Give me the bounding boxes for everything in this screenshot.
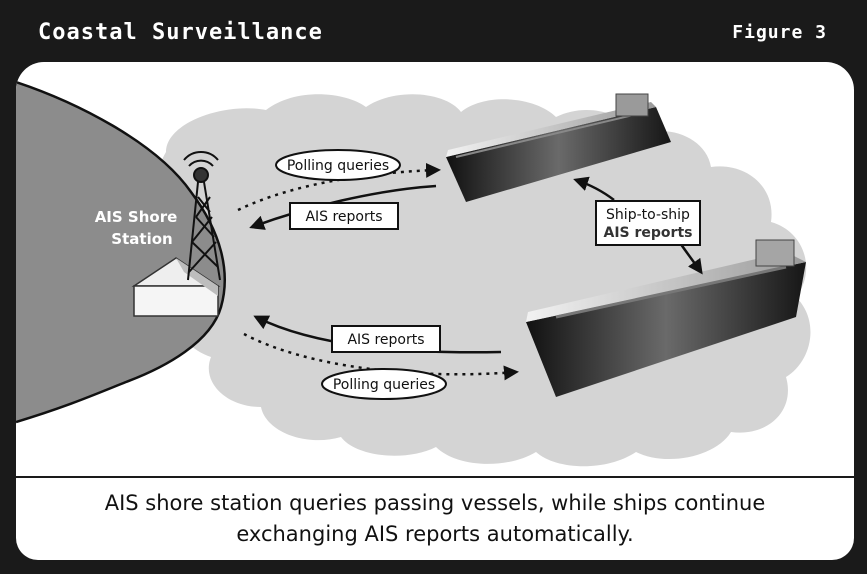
ship-icon bbox=[526, 239, 806, 397]
caption-line2: exchanging AIS reports automatically. bbox=[236, 522, 634, 546]
upper-reports-label: AIS reports bbox=[289, 202, 399, 230]
caption-box: AIS shore station queries passing vessel… bbox=[16, 478, 854, 560]
upper-polling-label: Polling queries bbox=[275, 149, 401, 181]
radio-tower-icon bbox=[183, 150, 221, 281]
upper-polling-arrow bbox=[237, 162, 441, 212]
ship-to-ship-label: Ship-to-ship AIS reports bbox=[595, 200, 701, 246]
ship-to-ship-arrow-up bbox=[573, 176, 615, 201]
station-label-line2: Station bbox=[111, 230, 172, 248]
caption-line1: AIS shore station queries passing vessel… bbox=[104, 491, 766, 515]
ship-to-ship-text-line1: Ship-to-ship bbox=[606, 207, 690, 223]
lower-reports-label: AIS reports bbox=[331, 325, 441, 353]
upper-reports-arrow bbox=[249, 184, 437, 230]
ship-to-ship-text-line2: AIS reports bbox=[604, 225, 693, 241]
coverage-area bbox=[157, 94, 811, 467]
figure-header: Coastal Surveillance Figure 3 bbox=[0, 0, 867, 62]
diagram-canvas: AIS Shore Station Polling queries AIS re… bbox=[16, 80, 811, 467]
diagram-panel: AIS Shore Station Polling queries AIS re… bbox=[16, 62, 854, 476]
figure-number: Figure 3 bbox=[732, 22, 827, 43]
lower-reports-text: AIS reports bbox=[347, 332, 424, 348]
ship-icon bbox=[446, 93, 671, 202]
building-icon bbox=[131, 257, 221, 317]
figure-title: Coastal Surveillance bbox=[38, 20, 323, 45]
station-label-line1: AIS Shore bbox=[95, 208, 178, 226]
coastline-land bbox=[16, 82, 225, 422]
coastline-edge bbox=[16, 80, 226, 424]
figure-caption: AIS shore station queries passing vessel… bbox=[16, 488, 854, 550]
upper-polling-text: Polling queries bbox=[287, 158, 389, 174]
lower-polling-label: Polling queries bbox=[321, 368, 447, 400]
lower-polling-text: Polling queries bbox=[333, 377, 435, 393]
upper-reports-text: AIS reports bbox=[305, 209, 382, 225]
